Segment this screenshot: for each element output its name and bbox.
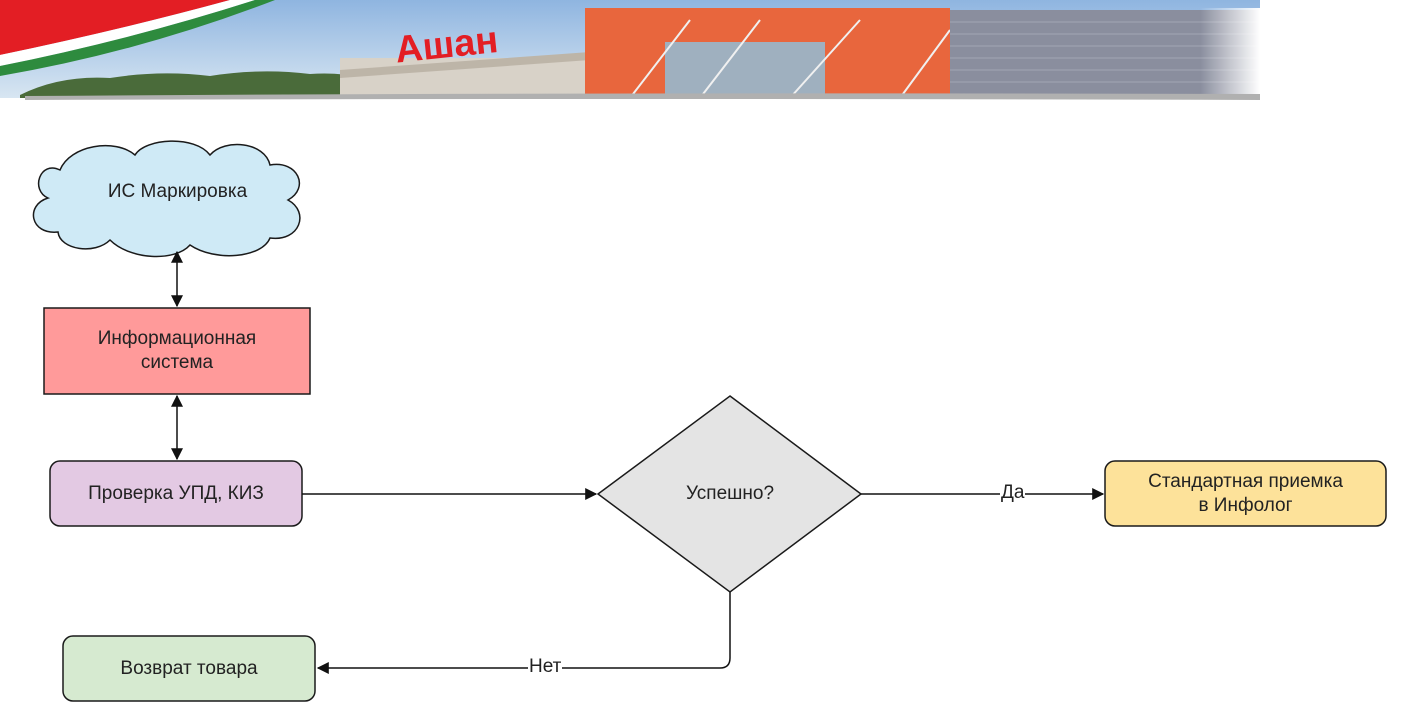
banner-green-ribbon — [0, 0, 275, 76]
edge-label-yes: Да — [1000, 482, 1026, 504]
banner-fade — [1200, 8, 1260, 100]
edge-decision-return — [316, 592, 731, 674]
return-label: Возврат товара — [120, 657, 258, 679]
cloud-label: ИС Маркировка — [107, 181, 248, 202]
cloud-shape — [32, 140, 301, 258]
banner-ground — [25, 93, 1260, 100]
banner-strut — [699, 19, 761, 99]
header-banner: Ашан — [0, 0, 1260, 100]
standard-label: Стандартная приемка в Инфолог — [1148, 470, 1343, 516]
info-system-shape — [43, 307, 311, 395]
info-system-label: Информационная система — [97, 328, 257, 373]
banner-strut — [629, 19, 691, 99]
banner-white-ribbon — [0, 0, 255, 66]
edge-label-no: Нет — [528, 656, 563, 678]
standard-shape — [1104, 460, 1387, 527]
return-shape — [62, 635, 316, 702]
banner-strut — [789, 19, 861, 99]
check-label: Проверка УПД, КИЗ — [88, 482, 264, 504]
decision-label: Успешно? — [685, 483, 775, 504]
banner-red-ribbon — [0, 0, 230, 55]
banner-trees — [20, 71, 360, 98]
banner-roof — [340, 52, 590, 78]
banner-strut — [899, 29, 951, 99]
